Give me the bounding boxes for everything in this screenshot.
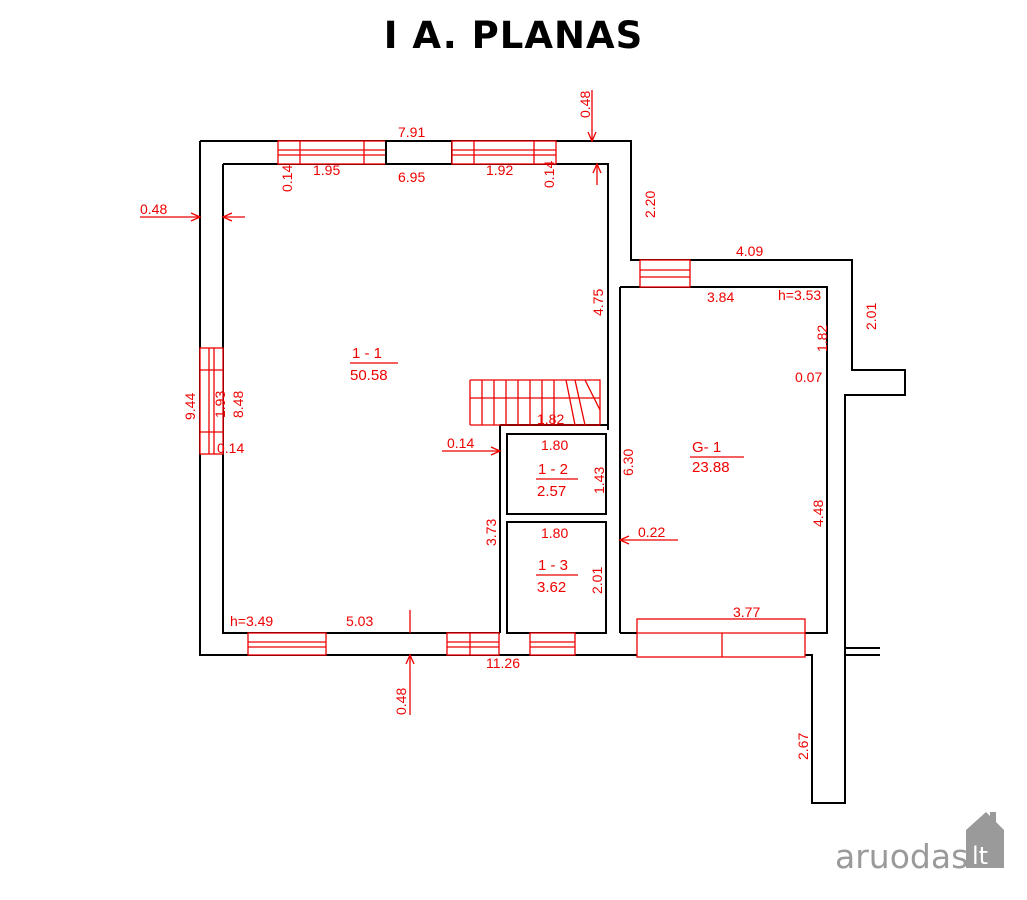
dim-top-total: 7.91 bbox=[398, 124, 425, 140]
dim-stair-475: 4.75 bbox=[590, 289, 606, 316]
dim-garage-door-377: 3.77 bbox=[733, 604, 760, 620]
top-wall-pier bbox=[385, 140, 453, 165]
dim-garage-inner-384: 3.84 bbox=[707, 289, 734, 305]
dim-garage-448: 4.48 bbox=[810, 500, 826, 527]
window-garage-top bbox=[639, 259, 691, 288]
dim-garage-630: 6.30 bbox=[620, 449, 636, 476]
dim-left-014: 0.14 bbox=[217, 440, 244, 456]
dim-right-220: 2.20 bbox=[642, 191, 658, 218]
dim-right-007: 0.07 bbox=[795, 369, 822, 385]
window-top-left bbox=[277, 140, 387, 165]
watermark-brand: aruodas bbox=[835, 837, 968, 876]
dim-left-wall-048: 0.48 bbox=[140, 201, 167, 217]
dim-right-201: 2.01 bbox=[863, 303, 879, 330]
dim-garage-height: h=3.53 bbox=[778, 287, 821, 303]
room-1-3-name: 1 - 3 bbox=[538, 557, 568, 574]
dim-top-inner: 6.95 bbox=[398, 169, 425, 185]
dimension-lines bbox=[140, 90, 678, 715]
dim-bottom-height: h=3.49 bbox=[230, 613, 273, 629]
dim-left-944: 9.44 bbox=[182, 393, 198, 420]
room-1-2-area: 2.57 bbox=[537, 483, 566, 500]
window-bottom-left bbox=[247, 632, 327, 656]
window-bottom-right bbox=[529, 632, 576, 656]
room-1-1-area: 50.58 bbox=[350, 367, 388, 384]
door-bottom-center bbox=[446, 632, 500, 656]
inner-wall-left bbox=[222, 164, 500, 634]
dim-extension-267: 2.67 bbox=[795, 733, 811, 760]
watermark-tld: lt bbox=[972, 842, 988, 870]
room-g-1-name: G- 1 bbox=[692, 439, 721, 456]
dim-top-window-right: 1.92 bbox=[486, 162, 513, 178]
outer-wall-outline bbox=[200, 140, 906, 648]
dim-stair-182: 1.82 bbox=[537, 411, 564, 427]
dim-room-1-2-depth: 1.43 bbox=[591, 467, 607, 494]
bottom-right-wall bbox=[635, 648, 846, 804]
dim-room-1-3-depth: 2.01 bbox=[589, 567, 605, 594]
room-1-2-name: 1 - 2 bbox=[538, 461, 568, 478]
window-left bbox=[199, 347, 224, 455]
room-1-2-outline bbox=[506, 433, 607, 515]
dim-top-wall-048: 0.48 bbox=[577, 91, 593, 118]
garage-door bbox=[636, 618, 806, 658]
house-logo-icon bbox=[966, 812, 1004, 868]
inner-wall-outline bbox=[223, 163, 609, 430]
dim-bottom-503: 5.03 bbox=[346, 613, 373, 629]
dim-corridor-373: 3.73 bbox=[483, 519, 499, 546]
dim-top-window-left: 1.95 bbox=[313, 162, 340, 178]
windows bbox=[199, 140, 806, 658]
room-1-3-area: 3.62 bbox=[537, 579, 566, 596]
dim-garage-022: 0.22 bbox=[638, 524, 665, 540]
dim-corridor-014: 0.14 bbox=[447, 435, 474, 451]
dim-room-1-3-width: 1.80 bbox=[541, 525, 568, 541]
dim-left-848: 8.48 bbox=[230, 391, 246, 418]
dim-left-193: 1.93 bbox=[212, 391, 228, 418]
dim-right-182: 1.82 bbox=[814, 325, 830, 352]
room-labels: 1 - 1 50.58 1 - 2 2.57 1 - 3 3.62 G- 1 2… bbox=[350, 345, 744, 596]
dimension-texts: 7.91 1.95 6.95 1.92 0.14 0.14 0.48 2.20 … bbox=[140, 91, 879, 760]
plan-title: I A. PLANAS bbox=[383, 14, 644, 57]
dim-bottom-total-1126: 11.26 bbox=[486, 655, 520, 671]
room-1-1-name: 1 - 1 bbox=[352, 345, 382, 362]
dim-garage-top-409: 4.09 bbox=[736, 243, 763, 259]
window-top-right bbox=[451, 140, 557, 165]
dim-bottom-wall-048: 0.48 bbox=[393, 688, 409, 715]
dim-room-1-2-width: 1.80 bbox=[541, 437, 568, 453]
stairs bbox=[469, 379, 601, 426]
watermark: aruodas lt bbox=[835, 812, 1004, 876]
dim-top-left-014: 0.14 bbox=[279, 165, 295, 192]
dim-top-right-014: 0.14 bbox=[541, 161, 557, 188]
room-g-1-area: 23.88 bbox=[692, 459, 730, 476]
